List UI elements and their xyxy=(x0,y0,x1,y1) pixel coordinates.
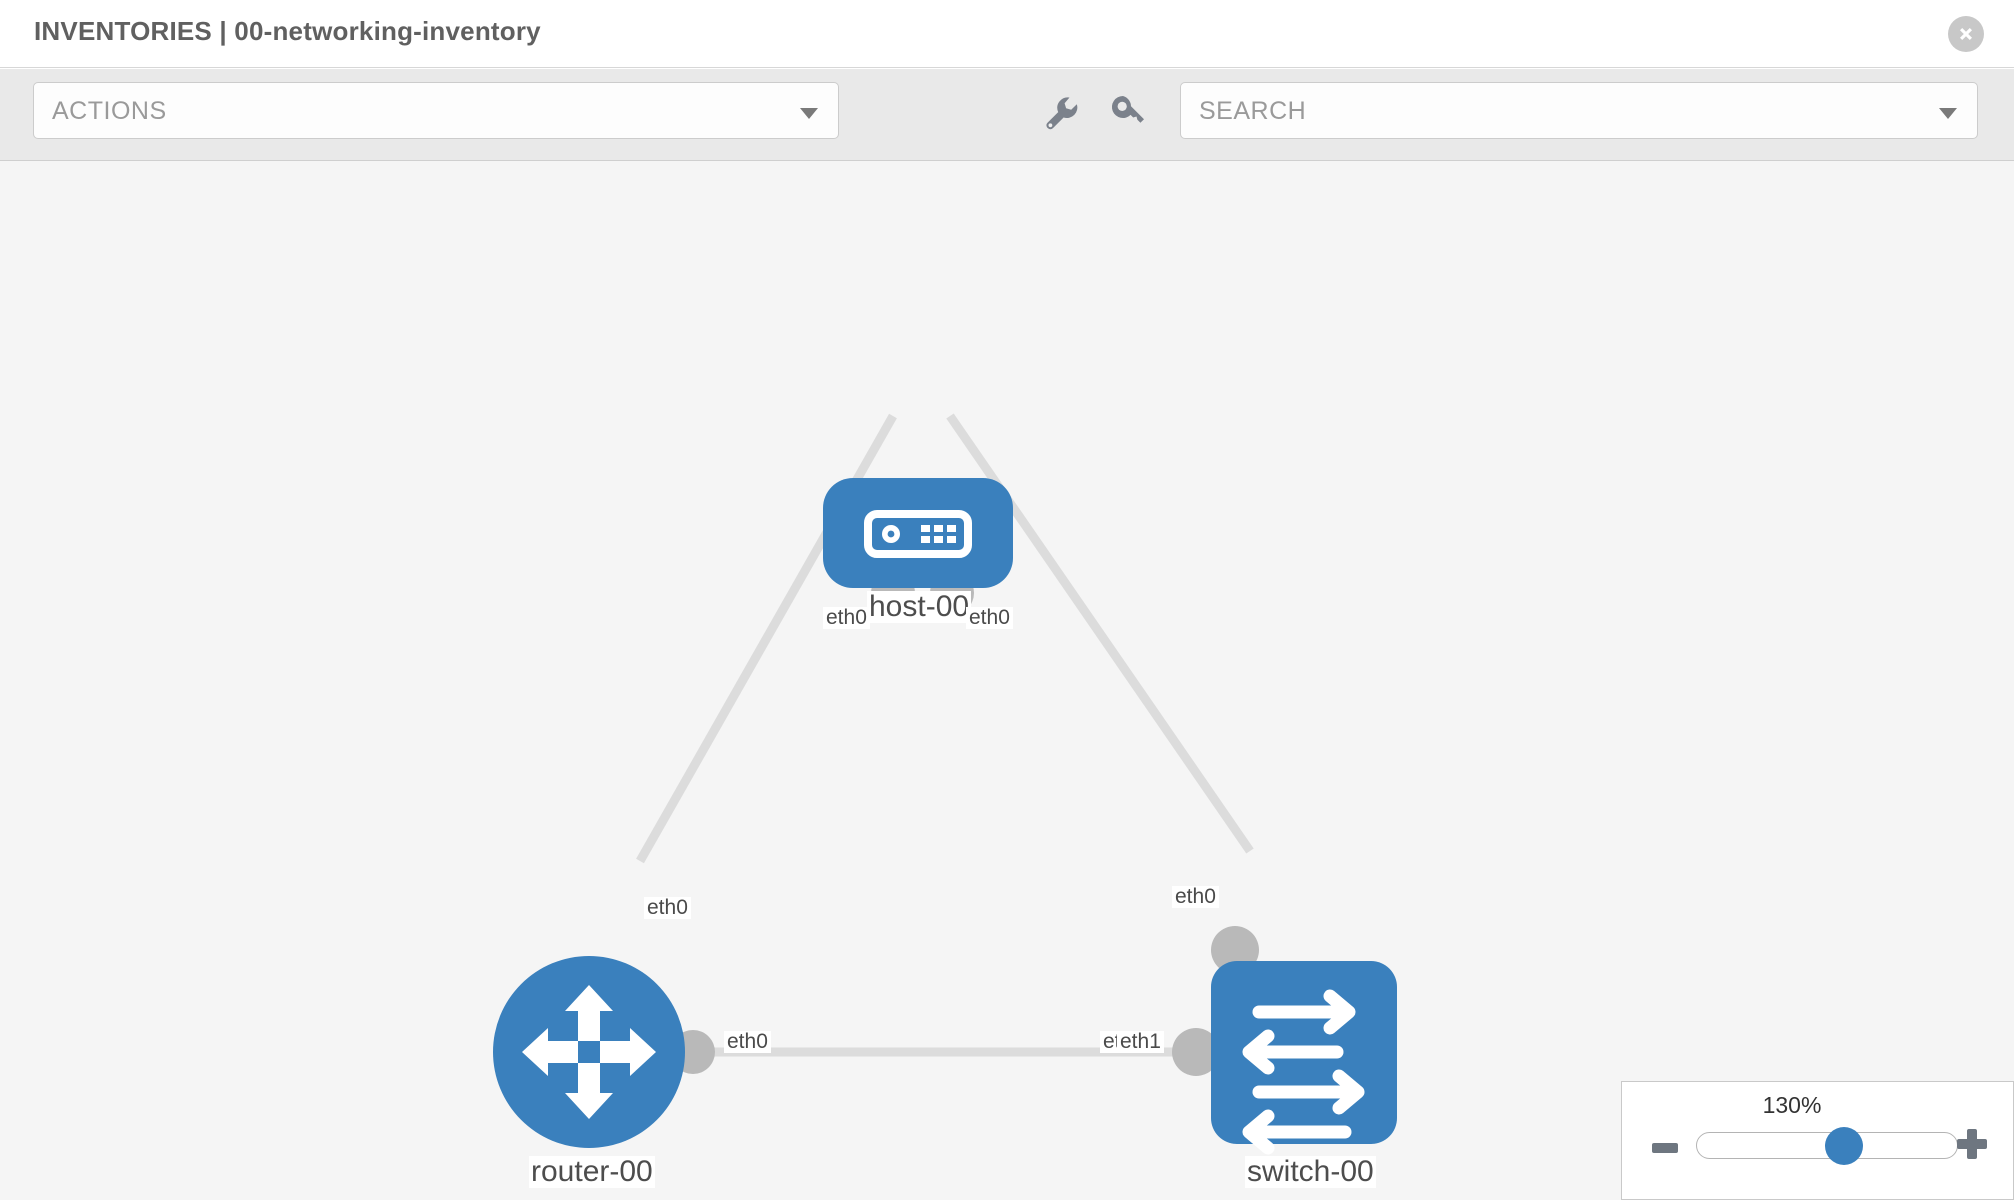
key-glyph xyxy=(1111,95,1144,123)
node-label-switch-00: switch-00 xyxy=(1245,1155,1376,1188)
node-label-router-00: router-00 xyxy=(529,1155,655,1188)
search-placeholder: SEARCH xyxy=(1199,97,1307,125)
zoom-slider-thumb[interactable] xyxy=(1825,1127,1863,1165)
wrench-glyph xyxy=(1046,97,1078,130)
edge-label-switch-eth0-up: eth0 xyxy=(1172,885,1219,909)
window-header: INVENTORIES | 00-networking-inventory xyxy=(0,0,2014,68)
switch-arrows-icon xyxy=(1242,989,1365,1155)
page-title: INVENTORIES | 00-networking-inventory xyxy=(34,16,541,46)
wrench-icon[interactable] xyxy=(1038,90,1082,134)
plus-icon[interactable] xyxy=(1957,1129,1987,1164)
zoom-slider[interactable] xyxy=(1696,1127,1958,1165)
zoom-control-panel: 130% xyxy=(1621,1081,2014,1200)
edge-label-host-eth0-left: eth0 xyxy=(823,606,870,630)
server-icon xyxy=(864,510,972,558)
minus-icon[interactable] xyxy=(1652,1140,1678,1158)
actions-dropdown-label: ACTIONS xyxy=(52,97,167,125)
actions-dropdown[interactable]: ACTIONS xyxy=(33,82,839,139)
plus-glyph xyxy=(1957,1129,1987,1159)
zoom-level-value: 130% xyxy=(1762,1092,1822,1118)
edge-label-switch-eth1: eth1 xyxy=(1117,1030,1164,1054)
connector-switch-left xyxy=(1172,1028,1220,1076)
chevron-down-icon xyxy=(800,108,818,119)
topology-canvas[interactable]: eth0 host-00 eth0 eth0 eth0 eth0 eth0 et… xyxy=(0,161,2014,1200)
minus-glyph xyxy=(1652,1143,1678,1153)
search-input[interactable]: SEARCH xyxy=(1180,82,1978,139)
edge-label-host-eth0-right: eth0 xyxy=(966,606,1013,630)
topology-graph xyxy=(493,413,1397,1155)
node-router-00[interactable] xyxy=(493,956,685,1148)
key-icon[interactable] xyxy=(1105,90,1149,134)
close-icon[interactable] xyxy=(1948,16,1984,52)
node-switch-00[interactable] xyxy=(1211,961,1397,1155)
close-x-glyph xyxy=(1960,28,1972,40)
node-label-host-00: host-00 xyxy=(867,590,972,623)
edge-label-router-eth0-right: eth0 xyxy=(724,1030,771,1054)
chevron-down-icon[interactable] xyxy=(1939,108,1957,119)
edge-label-router-eth0-up: eth0 xyxy=(644,896,691,920)
router-arrows-icon xyxy=(522,985,656,1119)
node-host-00[interactable] xyxy=(823,478,1013,588)
